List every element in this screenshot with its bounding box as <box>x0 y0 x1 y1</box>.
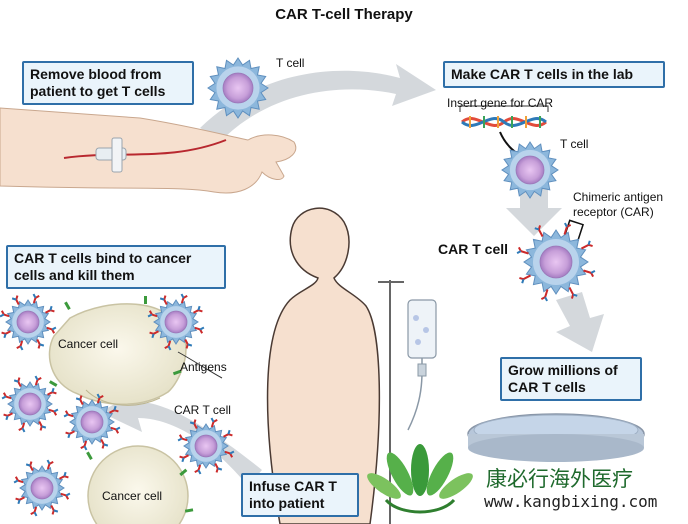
watermark-url: www.kangbixing.com <box>484 492 658 511</box>
antigen-marks <box>49 296 194 513</box>
iv-tube <box>63 139 227 159</box>
cancer-cell-large <box>48 303 187 405</box>
step-infuse: Infuse CAR T into patient <box>241 473 359 517</box>
car-t-cell-6 <box>13 459 71 517</box>
label-t-cell-lab: T cell <box>560 137 589 151</box>
t-cell-lab <box>501 141 559 199</box>
label-insert-gene: Insert gene for CAR <box>447 96 554 110</box>
label-cancer-cell-2: Cancer cell <box>102 489 163 503</box>
car-t-cell-4 <box>63 393 121 451</box>
step-make-in-lab: Make CAR T cells in the lab <box>443 61 665 88</box>
label-t-cell-top: T cell <box>276 56 305 70</box>
patient-silhouette <box>266 207 381 524</box>
car-t-cell-lab <box>516 222 596 302</box>
flow-arrow-to-cancer <box>100 390 262 486</box>
cancer-cell-small <box>87 445 189 524</box>
petri-dish-icon <box>467 413 645 462</box>
diagram-title: CAR T-cell Therapy <box>275 6 413 23</box>
car-t-cell-2 <box>147 293 205 351</box>
label-car-line2: receptor (CAR) <box>573 205 654 219</box>
step-grow: Grow millions of CAR T cells <box>500 357 642 401</box>
car-t-cell-5 <box>177 417 235 475</box>
patient-arm <box>0 107 297 194</box>
watermark-chinese: 康必行海外医疗 <box>486 467 633 491</box>
label-car-line1: Chimeric antigen <box>573 190 664 204</box>
label-antigens: Antigens <box>180 360 227 374</box>
brand-logo-icon <box>367 444 473 514</box>
flow-arrow-down-2 <box>556 292 604 352</box>
label-car-t-cell-small: CAR T cell <box>174 403 231 417</box>
step-bind-kill: CAR T cells bind to cancer cells and kil… <box>6 245 226 289</box>
flow-arrow-to-lab <box>200 64 436 140</box>
label-cancer-cell-1: Cancer cell <box>58 337 119 351</box>
cells-layer <box>0 57 596 517</box>
label-car-t-cell-big: CAR T cell <box>438 241 509 257</box>
car-t-cell-1 <box>0 293 57 351</box>
step-remove-blood: Remove blood from patient to get T cells <box>22 61 194 105</box>
car-t-cell-3 <box>1 375 59 433</box>
t-cell-top <box>207 57 269 119</box>
